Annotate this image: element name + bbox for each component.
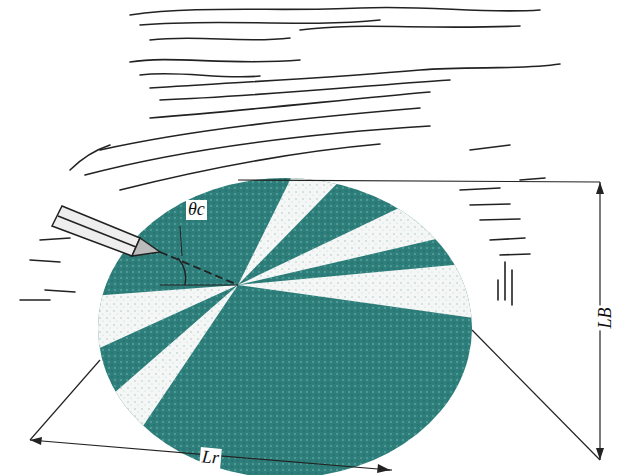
dimension-label: Lr <box>199 447 222 469</box>
dimension-label: LB <box>596 305 616 330</box>
dimension-label: θc <box>186 200 207 220</box>
